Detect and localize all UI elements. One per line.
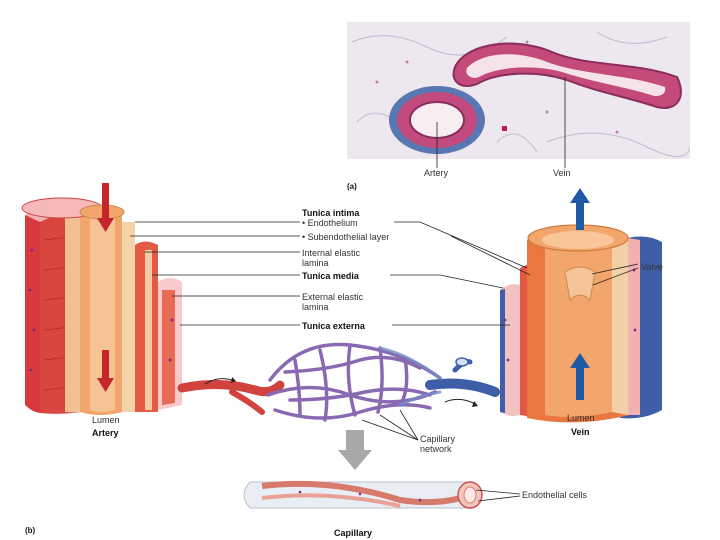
tunica-externa-label: Tunica externa (302, 321, 365, 331)
capillary-tube (243, 480, 483, 509)
artery-lumen-label: Lumen (92, 415, 120, 425)
artery-label: Artery (92, 428, 119, 438)
valve-label: Valve (641, 262, 663, 272)
micrograph-artery-label: Artery (424, 168, 449, 178)
tunica-intima-label: Tunica intima (302, 208, 360, 218)
capillary-network (177, 342, 500, 422)
artery-cross-section (21, 183, 182, 415)
subendothelial-layer-label: • Subendothelial layer (302, 232, 390, 242)
endothelium-label: • Endothelium (302, 218, 358, 228)
panel-a-letter: (a) (347, 182, 357, 191)
vein-lumen-label: Lumen (567, 413, 595, 423)
internal-elastic-lamina-label-1: Internal elastic (302, 248, 361, 258)
vein-cross-section (500, 188, 662, 423)
endothelial-cells-label: Endothelial cells (522, 490, 588, 500)
external-elastic-lamina-label-2: lamina (302, 302, 329, 312)
capillary-label: Capillary (334, 528, 373, 538)
capillary-network-label-2: network (420, 444, 452, 454)
internal-elastic-lamina-label-2: lamina (302, 258, 329, 268)
micrograph-image (347, 22, 690, 159)
tunica-media-label: Tunica media (302, 271, 359, 281)
external-elastic-lamina-label-1: External elastic (302, 292, 364, 302)
panel-b-letter: (b) (25, 526, 36, 535)
micrograph-vein-label: Vein (553, 168, 571, 178)
vein-label: Vein (571, 427, 590, 437)
capillary-network-label-1: Capillary (420, 434, 456, 444)
